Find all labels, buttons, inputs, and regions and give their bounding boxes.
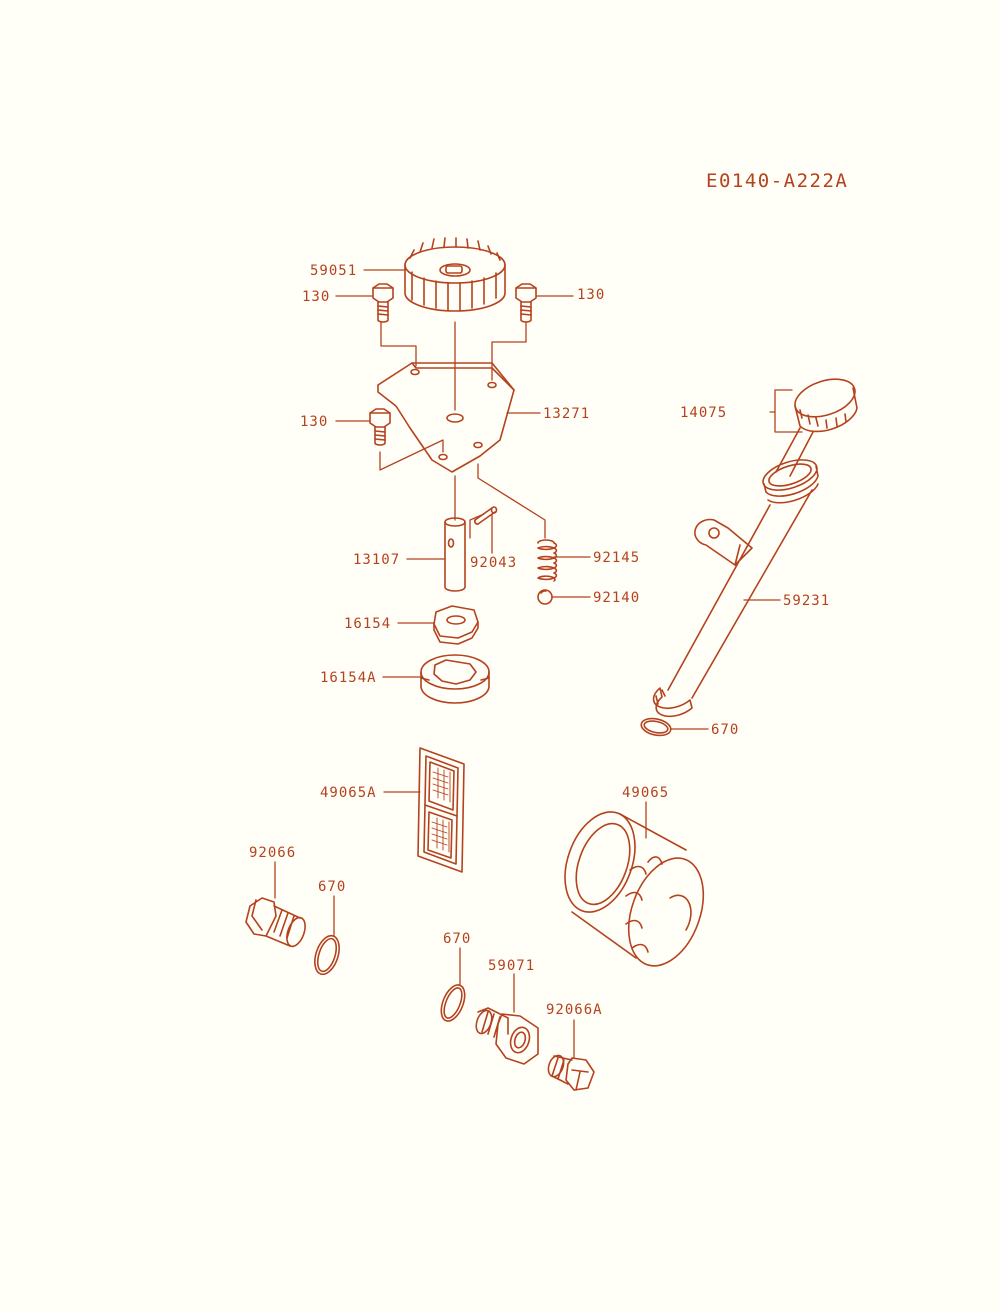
filler-tube-59231[interactable] [652, 454, 821, 718]
label-59231[interactable]: 59231 [783, 593, 830, 609]
filler-cap-14075[interactable] [775, 372, 860, 477]
label-16154[interactable]: 16154 [344, 616, 391, 632]
plug-92066A[interactable] [546, 1053, 595, 1091]
spring-92145[interactable] [537, 539, 558, 582]
label-16154A[interactable]: 16154A [320, 670, 377, 686]
label-49065[interactable]: 49065 [622, 785, 669, 801]
label-670-center[interactable]: 670 [443, 931, 471, 947]
o-ring-670-dipstick[interactable] [640, 716, 673, 738]
label-92066A[interactable]: 92066A [546, 1002, 603, 1018]
pump-cover-13271[interactable] [377, 362, 515, 473]
diagram-code: E0140-A222A [706, 170, 848, 192]
gear-59051[interactable] [404, 237, 506, 312]
inner-rotor-16154[interactable] [433, 605, 479, 645]
drain-plug-92066[interactable] [245, 897, 309, 949]
label-130-right-top[interactable]: 130 [577, 287, 605, 303]
part-labels: E0140-A222A 59051 130 130 130 13271 1407… [249, 170, 848, 1018]
ball-92140[interactable] [537, 589, 553, 605]
outer-rotor-16154A[interactable] [420, 654, 490, 704]
bolt-130-left-mid[interactable] [369, 408, 391, 446]
label-92043[interactable]: 92043 [470, 555, 517, 571]
label-670-left[interactable]: 670 [318, 879, 346, 895]
shaft-13107[interactable] [444, 517, 466, 592]
label-13271[interactable]: 13271 [543, 406, 590, 422]
label-92066[interactable]: 92066 [249, 845, 296, 861]
pin-92043[interactable] [474, 506, 498, 525]
label-92145[interactable]: 92145 [593, 550, 640, 566]
label-59051[interactable]: 59051 [310, 263, 357, 279]
bolt-130-left-top[interactable] [372, 283, 394, 323]
leader-lines [274, 269, 803, 1059]
label-92140[interactable]: 92140 [593, 590, 640, 606]
oil-screen-49065A[interactable] [417, 747, 465, 873]
fitting-59071[interactable] [473, 1007, 539, 1065]
label-670-dipstick[interactable]: 670 [711, 722, 739, 738]
label-14075[interactable]: 14075 [680, 405, 727, 421]
label-130-left-top[interactable]: 130 [302, 289, 330, 305]
label-59071[interactable]: 59071 [488, 958, 535, 974]
label-49065A[interactable]: 49065A [320, 785, 377, 801]
o-ring-670-left[interactable] [310, 933, 343, 978]
label-13107[interactable]: 13107 [353, 552, 400, 568]
label-130-left-mid[interactable]: 130 [300, 414, 328, 430]
bolt-130-right-top[interactable] [515, 283, 537, 323]
oil-filter-49065[interactable] [552, 802, 717, 976]
o-ring-670-center[interactable] [437, 982, 470, 1025]
